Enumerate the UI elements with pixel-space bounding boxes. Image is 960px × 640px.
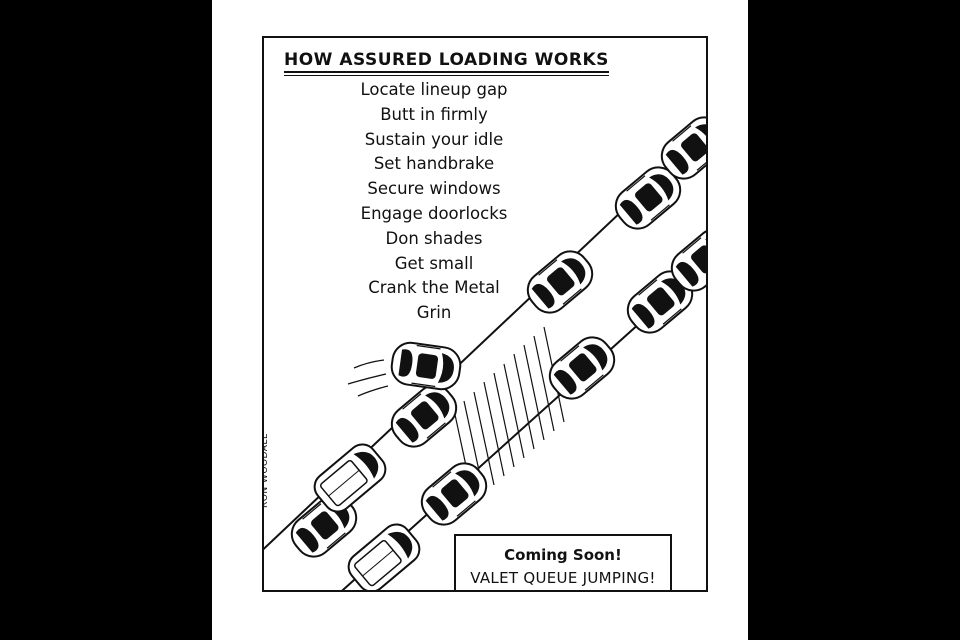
- artist-signature: RON WOODALL: [262, 433, 270, 508]
- step-item: Grin: [416, 303, 452, 323]
- car-queue-4: [519, 243, 601, 321]
- step-item: Secure windows: [367, 179, 501, 199]
- car-queue-9: [541, 329, 623, 407]
- step-item: Sustain your idle: [364, 129, 504, 149]
- step-item: Engage doorlocks: [360, 203, 508, 223]
- step-item: Get small: [394, 253, 474, 273]
- step-item: Set handbrake: [373, 154, 495, 174]
- car-queue-3: [383, 377, 465, 455]
- sign-line-2: VALET QUEUE JUMPING!: [470, 569, 656, 587]
- step-item: Locate lineup gap: [360, 80, 508, 99]
- step-item: Butt in firmly: [380, 104, 488, 124]
- steps-list: Locate lineup gap Butt in firmly Sustain…: [334, 78, 534, 326]
- step-item: Don shades: [385, 228, 483, 248]
- motion-lines: [347, 359, 389, 397]
- comic-title: HOW ASSURED LOADING WORKS: [284, 50, 609, 76]
- sign-line-1: Coming Soon!: [504, 546, 622, 564]
- road-illustration: [264, 109, 706, 590]
- step-item: Crank the Metal: [368, 278, 500, 298]
- car-queue-8: [413, 455, 495, 533]
- cutting-in-car: [388, 339, 464, 393]
- van-queue-7: [341, 517, 427, 590]
- coming-soon-sign: Coming Soon! VALET QUEUE JUMPING!: [454, 534, 672, 590]
- comic-panel: HOW ASSURED LOADING WORKS Locate lineup …: [262, 36, 708, 592]
